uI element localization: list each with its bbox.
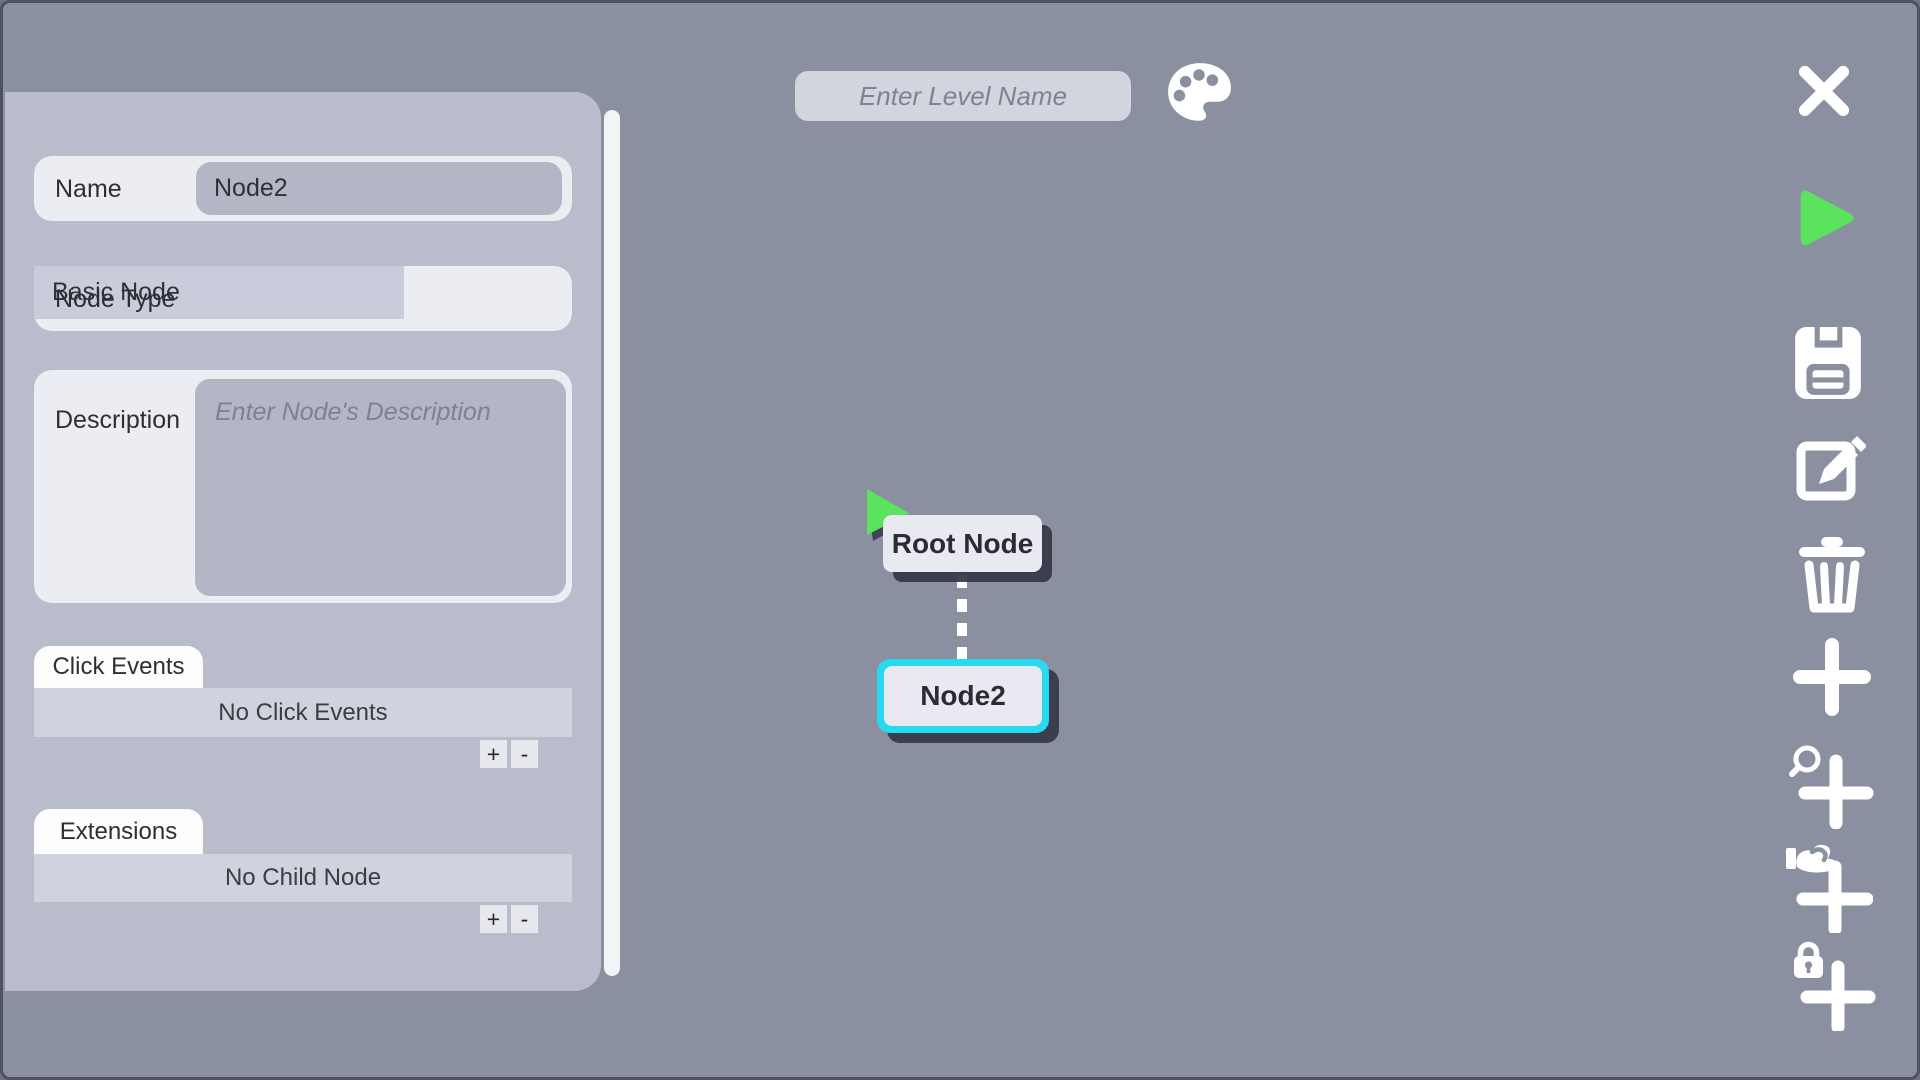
name-label: Name (55, 175, 122, 203)
extensions-add-button[interactable]: + (480, 905, 507, 933)
description-label: Description (55, 406, 181, 434)
name-field-row: Name (34, 156, 572, 221)
root-node[interactable]: Root Node (883, 515, 1042, 572)
play-icon (1800, 190, 1854, 246)
selected-node[interactable]: Node2 (877, 659, 1049, 733)
hand-plus-icon (1786, 844, 1874, 936)
root-node-label: Root Node (891, 527, 1034, 559)
extensions-empty-row: No Child Node (34, 854, 572, 902)
description-field-row: Description (34, 370, 572, 603)
palette-button[interactable] (1165, 59, 1235, 127)
click-events-add-button[interactable]: + (480, 740, 507, 768)
save-button[interactable] (1793, 325, 1863, 401)
node-type-field-row: Node Type Basic Node (34, 266, 572, 331)
trash-icon (1799, 537, 1865, 613)
magnifier-plus-icon (1789, 745, 1874, 830)
delete-button[interactable] (1796, 535, 1868, 613)
edit-icon (1796, 436, 1867, 501)
selected-node-label: Node2 (920, 680, 1006, 711)
tab-click-events[interactable]: Click Events (34, 646, 203, 688)
play-button[interactable] (1793, 185, 1859, 251)
tab-extensions[interactable]: Extensions (34, 809, 203, 854)
plus-icon (1793, 638, 1871, 716)
name-input[interactable] (196, 162, 562, 215)
palette-icon (1168, 63, 1231, 121)
inspector-panel: Name Node Type Basic Node Description Cl… (5, 92, 620, 991)
level-name-input[interactable] (795, 71, 1131, 121)
inspector-scrollbar[interactable] (604, 110, 620, 976)
extensions-remove-button[interactable]: - (511, 905, 538, 933)
save-icon (1795, 327, 1861, 399)
node-connector-edge (957, 575, 967, 663)
close-button[interactable] (1791, 59, 1857, 123)
node-type-label: Node Type (55, 285, 176, 313)
lock-plus-icon (1794, 941, 1876, 1034)
add-drag-node-button[interactable] (1785, 841, 1874, 936)
add-node-button[interactable] (1793, 637, 1871, 717)
close-icon (1798, 65, 1850, 117)
node-type-select[interactable]: Basic Node (34, 266, 404, 319)
add-locked-node-button[interactable] (1792, 941, 1876, 1034)
description-textarea[interactable] (195, 379, 566, 596)
click-events-remove-button[interactable]: - (511, 740, 538, 768)
click-events-empty-row: No Click Events (34, 688, 572, 737)
add-zoom-node-button[interactable] (1788, 745, 1874, 830)
edit-button[interactable] (1796, 429, 1867, 503)
